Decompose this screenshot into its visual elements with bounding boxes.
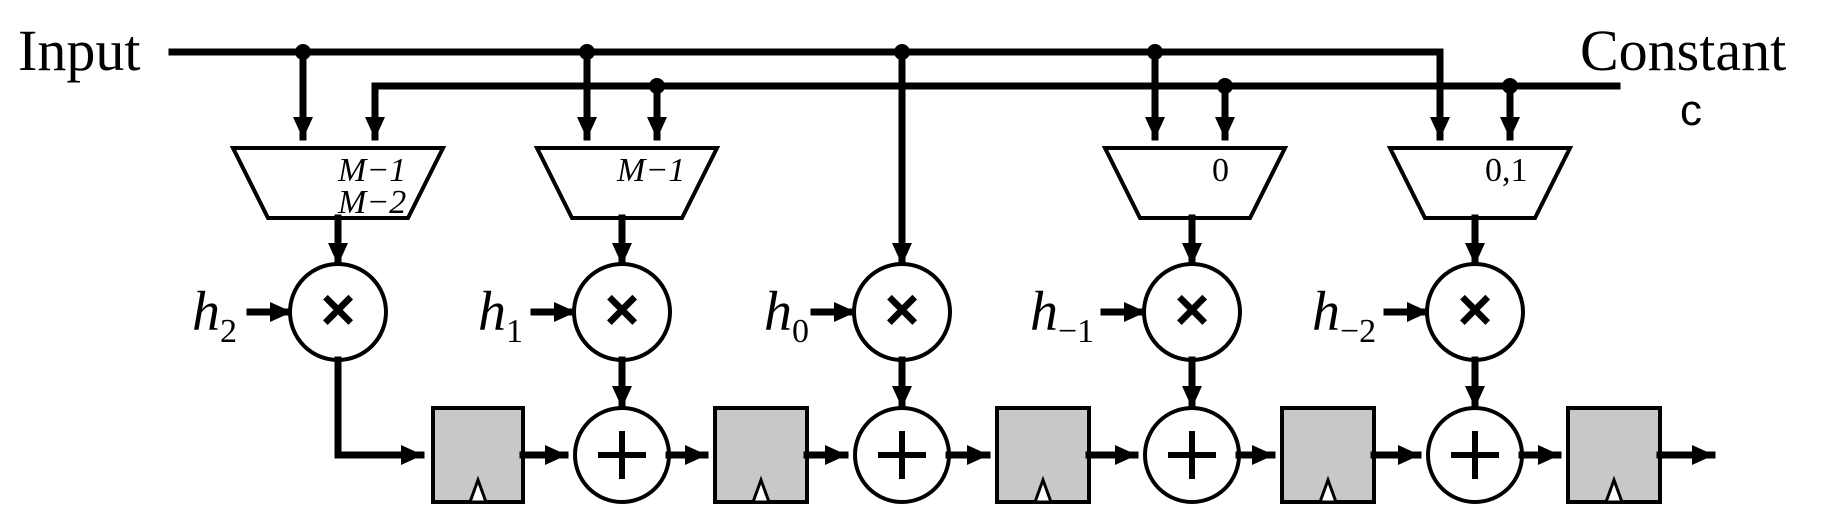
multiply-icon: ×: [604, 276, 639, 343]
mux-4: 0: [1101, 146, 1289, 220]
adder-4: [1426, 406, 1524, 504]
multiplier-1-output: [334, 356, 425, 465]
input-label: Input: [18, 18, 140, 83]
register-5: [1566, 406, 1662, 504]
register-2: [713, 406, 809, 504]
adder-1: [573, 406, 671, 504]
adder-2: [853, 406, 951, 504]
mux-5: 0,1: [1386, 146, 1574, 220]
mux-1: M−1 M−2: [229, 146, 447, 221]
multiplier-3: × h0: [764, 262, 952, 362]
adder-3: [1143, 406, 1241, 504]
multiply-icon: ×: [884, 276, 919, 343]
constant-bus: [365, 78, 1621, 141]
multiplier-1: × h2: [192, 262, 388, 362]
clock-triangle-icon: [750, 475, 772, 504]
multiply-icon: ×: [1174, 276, 1209, 343]
clock-triangle-icon: [1032, 475, 1054, 504]
coefficient-h1: h1: [478, 281, 523, 350]
multiply-icon: ×: [320, 276, 355, 343]
multiplier-2: × h1: [478, 262, 672, 362]
constant-label: Constant: [1580, 18, 1786, 83]
mux-1-label-2: M−2: [337, 184, 406, 221]
constant-symbol: c: [1680, 86, 1702, 135]
coefficient-h0: h0: [764, 281, 809, 350]
clock-triangle-icon: [1317, 475, 1339, 504]
mux-1-label-1: M−1: [337, 152, 406, 189]
multiplier-5: × h−2: [1312, 262, 1525, 362]
mux-2-label: M−1: [616, 152, 685, 189]
clock-triangle-icon: [1603, 475, 1625, 504]
coefficient-h-minus-2: h−2: [1312, 281, 1376, 350]
coefficient-h2: h2: [192, 281, 237, 350]
mux-2: M−1: [533, 146, 721, 220]
register-1: [431, 406, 525, 504]
clock-triangle-icon: [467, 475, 489, 504]
register-4: [1280, 406, 1376, 504]
mux-4-label: 0: [1212, 152, 1229, 189]
multiplier-4: × h−1: [1030, 262, 1242, 362]
mux-5-label: 0,1: [1485, 152, 1528, 189]
register-3: [995, 406, 1091, 504]
multiply-icon: ×: [1457, 276, 1492, 343]
coefficient-h-minus-1: h−1: [1030, 281, 1094, 350]
